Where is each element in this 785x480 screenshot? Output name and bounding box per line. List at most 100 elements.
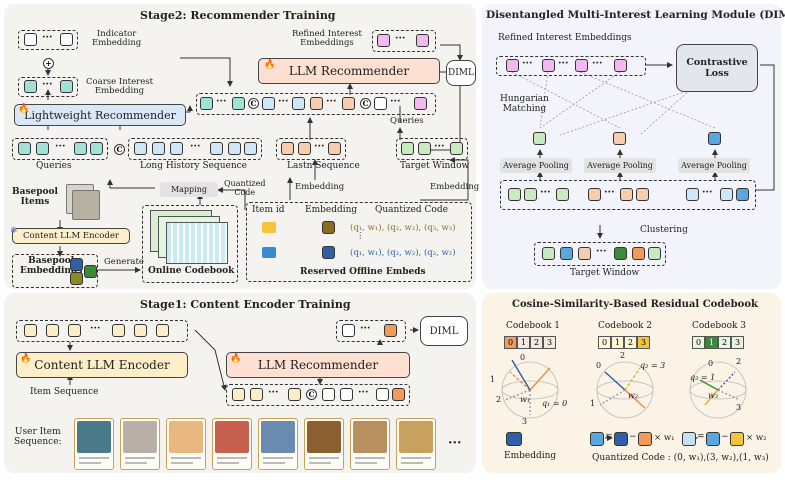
queries-label: Queries — [36, 161, 72, 171]
lightweight-recommender-label: Lightweight Recommender — [24, 108, 176, 122]
content-token — [288, 388, 301, 401]
codebook2-cell: 1 — [611, 336, 624, 349]
coarse-token — [232, 97, 245, 110]
quantized-code-result: Quantized Code : (0, w₁),(3, w₂),(1, w₃) — [592, 453, 769, 463]
residual-token — [614, 432, 628, 446]
codebook1-cell: 1 — [517, 336, 530, 349]
basepool-items-label: Basepool Items — [12, 187, 58, 207]
embedding-token — [70, 258, 83, 271]
trainable-fire-icon: 🔥 — [18, 104, 30, 114]
lastn-token — [310, 97, 323, 110]
clustering-label: Clustering — [640, 225, 688, 235]
ellipsis: ··· — [55, 141, 66, 152]
stage1-llm-recommender: LLM Recommender — [226, 352, 410, 378]
code-vector-token — [730, 432, 744, 446]
llm-recommender-label: LLM Recommender — [288, 64, 410, 78]
item-thumbnail — [74, 418, 114, 470]
diml-label: DIML — [448, 68, 474, 78]
cluster-token — [686, 188, 699, 201]
avg-pooling-label: Average Pooling — [503, 161, 569, 170]
cluster-token — [508, 188, 521, 201]
query-token — [36, 142, 49, 155]
offline-dots: ⋮ — [356, 231, 365, 241]
ellipsis: ··· — [190, 141, 201, 152]
cluster-token — [736, 188, 749, 201]
queries-label-right: Queries — [390, 116, 424, 126]
item-thumbnail — [166, 418, 206, 470]
target-token — [450, 142, 463, 155]
item-thumbnail — [396, 418, 436, 470]
queries-group — [12, 138, 108, 160]
ellipsis: ··· — [358, 387, 369, 398]
codebook-layer — [166, 222, 228, 264]
refined-token — [575, 59, 588, 72]
history-token — [292, 97, 305, 110]
target-token — [401, 142, 414, 155]
stage1-content-llm-encoder: Content LLM Encoder — [16, 352, 188, 378]
cb3-vec-label: 2 — [736, 357, 742, 366]
indicator-embedding-label: Indicator Embedding — [92, 29, 142, 49]
output-token — [392, 388, 405, 401]
offline-col-embedding: Embedding — [305, 205, 358, 215]
offline-col-itemid: Item id — [252, 205, 285, 215]
query-token — [74, 142, 87, 155]
lastn-token — [298, 142, 311, 155]
coarse-interest-group — [18, 77, 78, 97]
codebook-title: Cosine-Similarity-Based Residual Codeboo… — [512, 299, 758, 310]
history-token — [210, 142, 223, 155]
content-token — [156, 324, 169, 337]
item-thumbnail — [258, 418, 298, 470]
history-token — [134, 142, 147, 155]
target-token — [614, 247, 627, 260]
frozen-snowflake-icon: ❄ — [10, 226, 18, 236]
stage1-title: Stage1: Content Encoder Training — [140, 298, 351, 311]
refined-token — [506, 59, 519, 72]
reserved-offline-label: Reserved Offline Embeds — [300, 267, 426, 277]
offline-code-row1: (q₁, w₁), (q₂, w₂), (q₃, w₃) — [350, 223, 456, 233]
ellipsis: ··· — [90, 323, 101, 334]
content-llm-encoder-label: Content LLM Encoder — [34, 358, 170, 372]
diml-label: DIML — [429, 325, 459, 337]
coarse-token — [60, 80, 73, 93]
basepool-image-stack-icon — [72, 190, 100, 220]
stage1-input-group — [226, 384, 410, 406]
input-embedding-token — [506, 432, 522, 446]
mapping-box: Mapping — [160, 182, 218, 197]
ellipsis: ··· — [522, 58, 533, 69]
target-token — [542, 247, 555, 260]
offline-embedding-token — [322, 221, 335, 234]
concat-op: C — [114, 144, 125, 155]
history-token — [262, 97, 275, 110]
embedding-label-1: Embedding — [295, 182, 345, 192]
concat-op: C — [248, 98, 259, 109]
output-token — [384, 324, 397, 337]
cluster-token — [588, 188, 601, 201]
trainable-fire-icon: 🔥 — [264, 60, 276, 70]
output-token — [342, 324, 355, 337]
indicator-token — [60, 33, 73, 46]
content-token — [24, 324, 37, 337]
ellipsis: ··· — [395, 33, 406, 44]
residual-token — [706, 432, 720, 446]
ellipsis: ··· — [326, 96, 337, 107]
avg-pooling-1: Average Pooling — [500, 158, 572, 173]
item-thumbnail — [304, 418, 344, 470]
w1-label: w₁ — [520, 395, 531, 404]
refined-interest-label: Refined Interest Embeddings — [292, 29, 362, 49]
refined-token — [414, 97, 427, 110]
refined-token — [377, 34, 390, 47]
codebook1-cell: 3 — [543, 336, 556, 349]
ellipsis: ··· — [268, 387, 279, 398]
reserved-offline-group — [246, 202, 472, 282]
codebook3-cell: 1 — [705, 336, 718, 349]
lastn-token — [328, 142, 341, 155]
diml-refined-label: Refined Interest Embeddings — [498, 33, 632, 43]
avg-pooling-label: Average Pooling — [587, 161, 653, 170]
generate-label: Generate — [104, 257, 144, 267]
cb3-vec-label: 0 — [708, 359, 714, 368]
content-llm-encoder-small: Content LLM Encoder — [12, 228, 130, 244]
times-w1: × w₁ — [654, 433, 675, 443]
query-token — [374, 97, 387, 110]
codebook2-cell: 0 — [598, 336, 611, 349]
ellipsis: ··· — [314, 141, 325, 152]
